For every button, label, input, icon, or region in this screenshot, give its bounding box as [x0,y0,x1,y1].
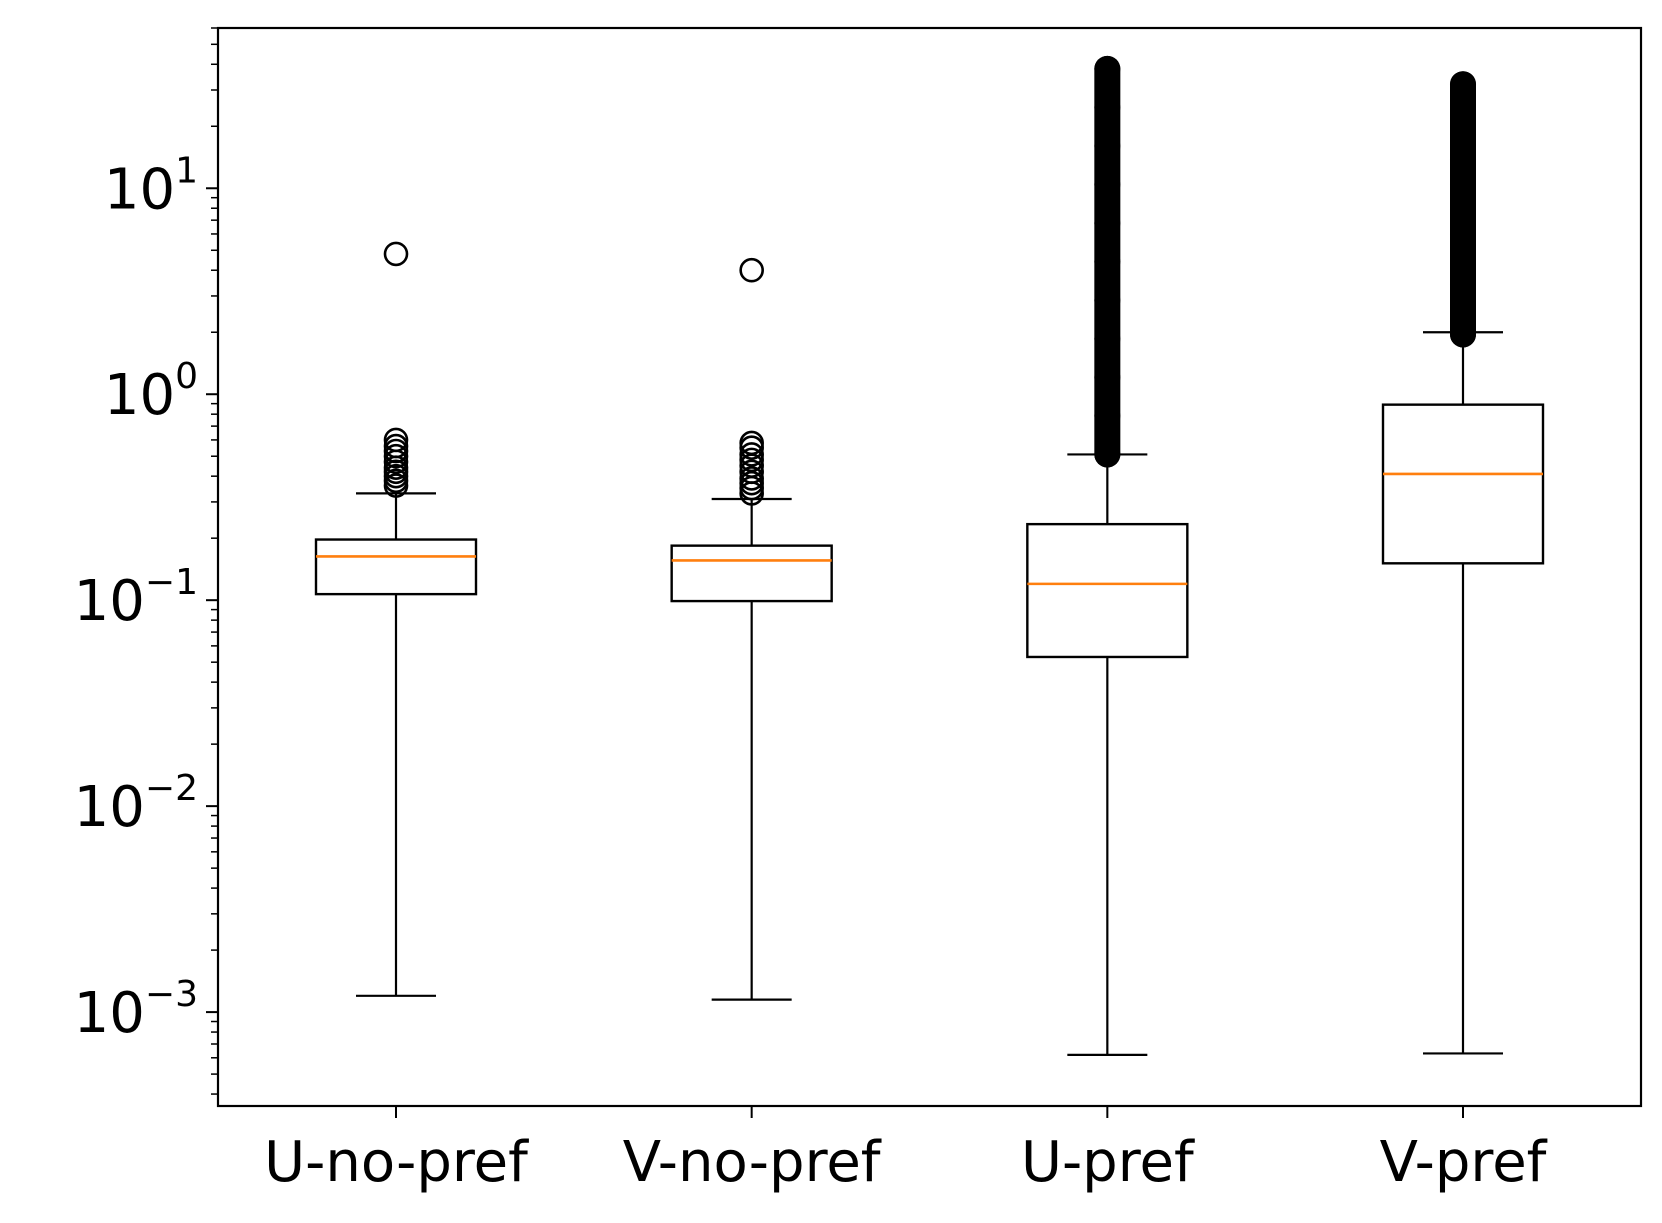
outlier-point [1094,210,1121,237]
outlier-point [1094,364,1121,391]
y-tick-label-base: 10 [74,775,145,840]
y-tick-label: 101 [104,150,198,222]
y-tick-label-exponent: −1 [145,562,198,603]
y-tick-label-base: 10 [74,569,145,634]
outlier-point [1094,171,1121,198]
outlier-point [1450,146,1476,173]
outlier-point [1450,271,1476,298]
outlier-point [739,442,764,467]
outlier-point [1450,121,1476,148]
box-v-pref [1381,71,1545,1055]
iqr-box [1381,403,1545,565]
y-tick-label-base: 10 [104,157,175,222]
y-tick-label: 100 [104,356,198,428]
x-tick-label: V-pref [1380,1130,1548,1195]
outlier-point [1450,221,1476,248]
outlier-point [1450,71,1476,98]
iqr-box [1026,522,1189,659]
outlier-point [1450,246,1476,273]
x-tick-label: U-no-pref [264,1130,529,1195]
outlier-point [383,433,409,459]
outlier-point [1094,402,1121,429]
y-tick-label-exponent: 0 [175,356,198,397]
outlier-point [1450,296,1476,323]
iqr-box [670,544,833,603]
outlier-point [383,241,409,267]
y-tick-label: 10−3 [74,974,198,1046]
outlier-point [1450,171,1476,198]
y-tick-label-exponent: −3 [145,974,198,1015]
outlier-point [1094,287,1121,314]
y-minor-ticks [211,27,218,1095]
box-u-pref [1026,55,1189,1056]
outlier-point [1450,96,1476,123]
outlier-point [1094,441,1121,468]
x-tick-label: U-pref [1021,1130,1195,1195]
axes-frame [216,26,1643,1108]
y-tick-label-exponent: −2 [145,768,198,809]
y-tick-label: 10−2 [74,768,198,840]
outlier-point [1094,132,1121,159]
outlier-point [739,459,764,485]
outlier-point [1094,325,1121,352]
outlier-point [1094,55,1121,82]
iqr-box [314,538,478,596]
x-tick-label: V-no-pref [623,1130,882,1195]
box-v-no-pref [670,257,833,1001]
y-tick-label-exponent: 1 [175,150,198,191]
y-tick-label-base: 10 [74,981,145,1046]
outlier-point [1450,196,1476,223]
outlier-point [1094,248,1121,275]
outlier-point [739,466,764,491]
outlier-point [383,427,409,453]
outlier-point [1094,94,1121,121]
y-tick-label-base: 10 [104,363,175,428]
outlier-point [1450,321,1476,348]
box-u-no-pref [314,241,478,997]
y-tick-label: 10−1 [74,562,198,634]
outlier-point [739,257,764,283]
x-axis-ticks: U-no-pref V-no-pref U-pref V-pref [264,1106,1548,1195]
outlier-point [739,430,764,456]
